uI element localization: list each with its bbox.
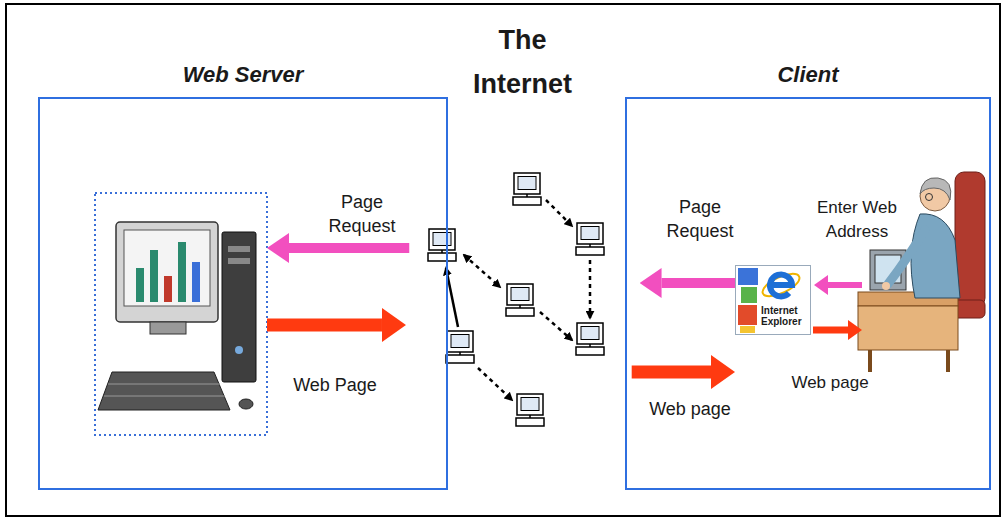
flow-arrow: [632, 366, 711, 379]
node-label: Internet Explorer: [761, 305, 809, 327]
browser-icon: Internet Explorer: [735, 265, 811, 335]
note-label: Web page: [780, 372, 880, 394]
box-heading: Client: [627, 62, 989, 88]
note-label: Enter Web Address: [809, 196, 905, 244]
arrow-label: Web page: [635, 397, 745, 421]
arrow-label: Page Request: [316, 190, 408, 238]
cloud-shape: [405, 105, 640, 495]
arrow-label: Page Request: [654, 195, 746, 243]
box-heading: Web Server: [40, 62, 446, 88]
input-arrow: [828, 282, 862, 288]
server-computer: [95, 193, 267, 435]
box-heading: The Internet: [458, 18, 588, 106]
network-computers: [428, 173, 604, 426]
internet-cloud: The Internet: [405, 105, 640, 495]
flow-arrow: [289, 243, 409, 253]
display-arrow: [813, 327, 848, 334]
server-box: Web Server: [38, 97, 448, 490]
flow-arrow: [662, 278, 735, 288]
client-box: ClientInternet Explorer: [625, 97, 991, 490]
flow-arrow: [267, 319, 382, 332]
frame: [6, 4, 1000, 516]
arrow-label: Web Page: [280, 373, 390, 397]
